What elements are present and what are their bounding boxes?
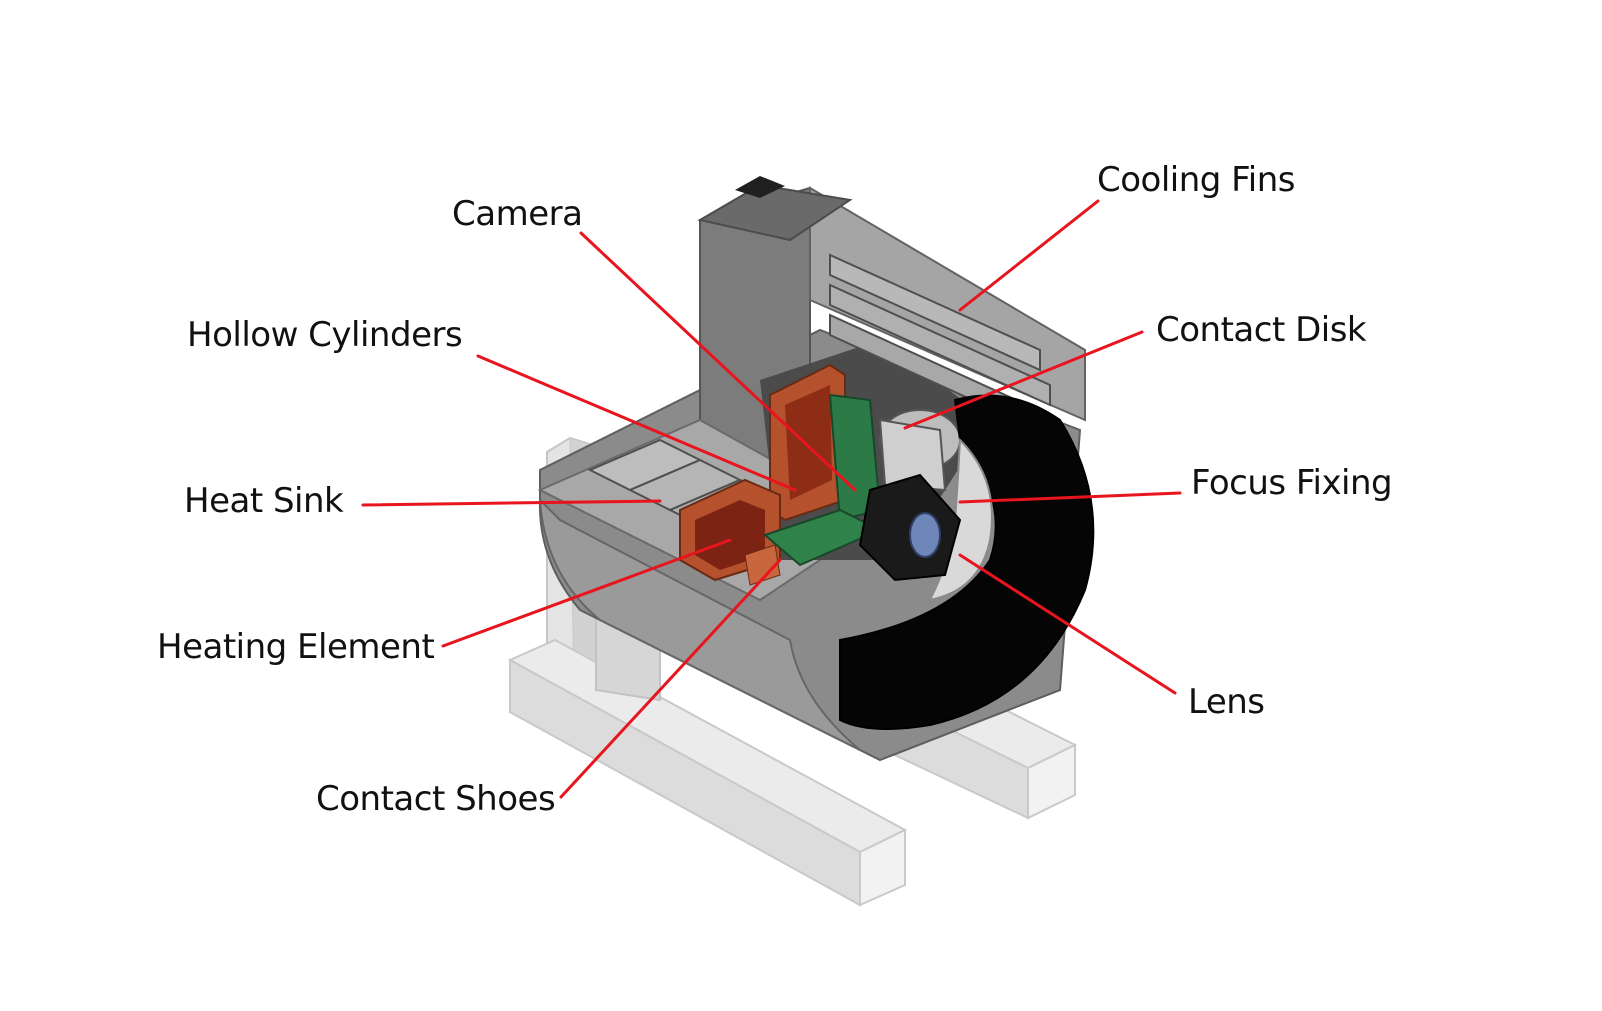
copper-parts [679, 363, 846, 586]
leader-lines [361, 199, 1182, 799]
heating-element-inner [695, 500, 765, 570]
leader-line-focus-fixing [958, 491, 1182, 504]
cooling-fin [829, 283, 1051, 407]
leader-line-heating-element [441, 538, 732, 648]
stand-front-rail-end [859, 828, 906, 907]
contact-disk-block [878, 418, 947, 492]
leader-line-contact-shoes [559, 558, 782, 799]
hollow-cylinder-upper-inner [785, 385, 832, 500]
housing-lower-shell [538, 497, 861, 751]
label-focus-fixing: Focus Fixing [1191, 463, 1393, 503]
leader-line-contact-disk [903, 330, 1144, 430]
housing-top [697, 183, 853, 242]
label-cooling-fins: Cooling Fins [1097, 160, 1295, 200]
cooling-fins [587, 253, 1061, 532]
label-heating-element: Heating Element [157, 627, 435, 667]
housing-upper-side [809, 186, 1086, 422]
leader-line-hollow-cylinders [476, 354, 797, 492]
label-contact-disk: Contact Disk [1156, 310, 1367, 350]
focus-and-lens [858, 473, 962, 582]
stand-back-rail-end [1027, 743, 1076, 820]
label-hollow-cylinders: Hollow Cylinders [187, 315, 463, 355]
leader-line-heat-sink [361, 499, 662, 507]
label-heat-sink: Heat Sink [184, 481, 344, 521]
cooling-fin [829, 253, 1041, 372]
leader-line-lens [958, 553, 1177, 695]
leader-line-camera [579, 231, 857, 492]
front-disk-face [839, 394, 1095, 730]
lens-glass [909, 512, 941, 558]
leader-line-cooling-fins [958, 199, 1100, 312]
label-camera: Camera [452, 194, 583, 234]
label-lens: Lens [1188, 682, 1265, 722]
housing-top-cap [735, 176, 785, 198]
label-contact-shoes: Contact Shoes [316, 779, 556, 819]
contact-shoe [744, 544, 781, 586]
contact-disk [878, 409, 961, 492]
